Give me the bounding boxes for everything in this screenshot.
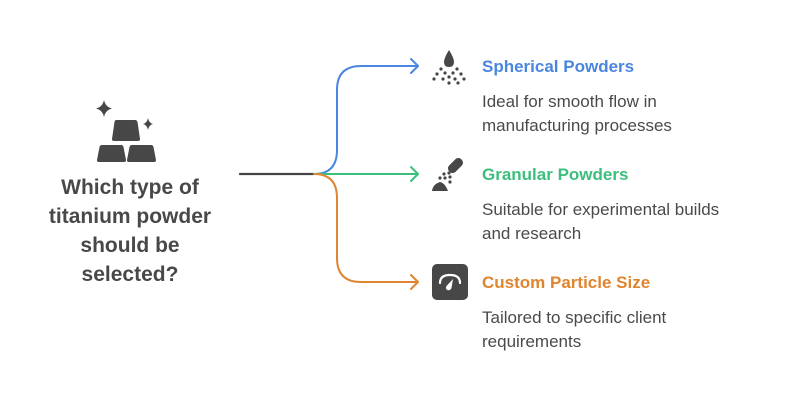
description-line: Ideal for smooth flow in [482, 92, 657, 111]
question-line: titanium powder [48, 205, 212, 228]
description-line: Tailored to specific client [482, 308, 667, 327]
custom-arrowhead [410, 274, 419, 290]
root-question: Which type of titanium powder should be … [30, 173, 230, 289]
spherical-arrowhead [410, 58, 419, 74]
custom-connector-line [313, 173, 419, 283]
powder-dispenser-icon [432, 157, 464, 191]
spherical-connector-line [313, 65, 419, 175]
description-line: Suitable for experimental builds [482, 200, 720, 219]
description-line: requirements [482, 332, 582, 351]
branch-description-spherical: Ideal for smooth flow in manufacturing p… [482, 90, 672, 138]
spray-droplet-icon [432, 50, 466, 85]
question-line: should be [80, 234, 180, 257]
description-line: manufacturing processes [482, 116, 672, 135]
branch-title-granular: Granular Powders [482, 165, 629, 184]
question-line: Which type of [61, 176, 199, 199]
gauge-icon [432, 264, 468, 300]
question-line: selected? [81, 263, 179, 286]
branch-title-custom: Custom Particle Size [482, 273, 651, 292]
branch-description-granular: Suitable for experimental builds and res… [482, 198, 719, 246]
description-line: and research [482, 224, 582, 243]
branch-description-custom: Tailored to specific client requirements [482, 306, 666, 354]
granular-arrowhead [410, 166, 419, 182]
branch-title-spherical: Spherical Powders [482, 57, 635, 76]
gold-bars-sparkle-icon [96, 100, 157, 162]
